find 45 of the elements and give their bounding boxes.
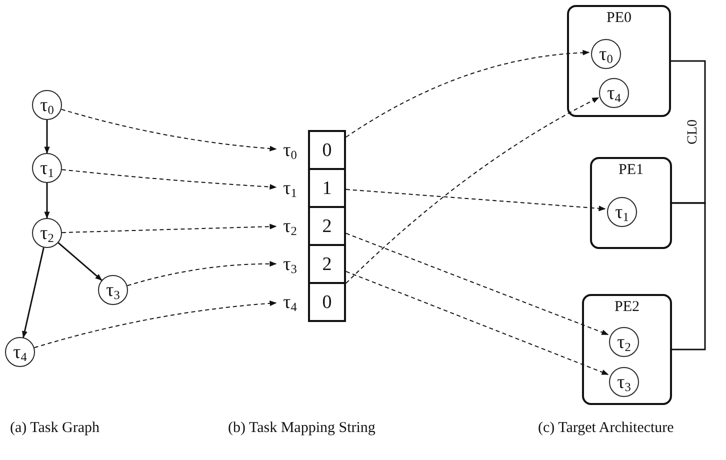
task-circle: τ$_{4}$ [5,337,35,367]
task-label: τ$_{4}$ [276,287,304,317]
dashed-arrow [346,97,600,284]
task-circle: τ$_{1}$ [32,153,62,183]
arrow [58,242,102,281]
task-label: τ$_{1}$ [276,173,304,203]
task-circle: τ$_{2}$ [609,327,639,357]
bus-line [671,60,706,204]
task-circle: τ$_{4}$ [599,78,629,108]
processor-box [590,157,672,249]
task-circle: τ$_{1}$ [607,197,637,227]
mapping-cell: 1 [308,168,346,208]
task-label: τ$_{3}$ [276,249,304,279]
dashed-arrow [34,300,277,348]
task-circle: τ$_{0}$ [32,90,62,120]
dashed-arrow [62,224,277,234]
mapping-cell: 2 [308,244,346,284]
panel-caption: (c) Target Architecture [538,420,674,437]
mapping-cell: 0 [308,282,346,322]
bus-line [672,202,706,350]
task-label: τ$_{2}$ [276,211,304,241]
dashed-arrow [346,270,609,375]
dashed-arrow [346,50,590,138]
box-title: PE2 [614,300,640,315]
dashed-arrow [61,169,277,190]
mapping-cell: 2 [308,206,346,246]
task-circle: τ$_{0}$ [591,39,621,69]
task-circle: τ$_{3}$ [609,367,639,397]
box-title: PE1 [618,163,644,178]
arrow [44,183,50,219]
arrow [22,247,44,338]
task-label: τ$_{0}$ [276,135,304,165]
box-title: PE0 [606,11,632,26]
dashed-arrow [346,232,609,336]
panel-caption: (b) Task Mapping String [228,420,376,437]
task-circle: τ$_{2}$ [32,218,62,248]
dashed-arrow [60,108,277,152]
processor-box [582,294,672,405]
panel-caption: (a) Task Graph [10,420,100,437]
dashed-arrow [126,261,277,286]
arrow [44,120,50,154]
dashed-arrow [346,188,606,212]
task-circle: τ$_{3}$ [98,275,128,305]
processor-box [567,5,671,117]
mapping-cell: 0 [308,130,346,170]
